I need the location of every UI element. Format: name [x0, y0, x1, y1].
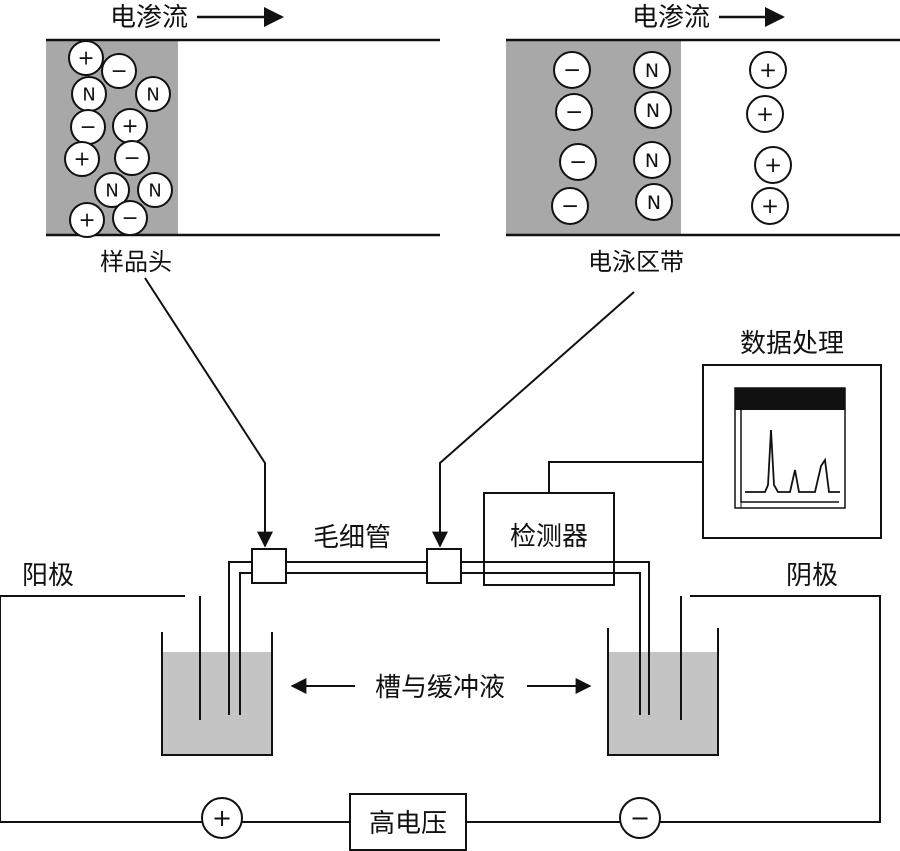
- cation-ion-sign: +: [77, 45, 94, 69]
- neutral-ion: N: [634, 91, 672, 129]
- cation-ion: +: [112, 108, 148, 144]
- anion-ion: −: [551, 187, 589, 225]
- anion-ion-sign: −: [561, 194, 579, 219]
- detector-unit: 检测器: [483, 461, 703, 586]
- sample-plug-label: 样品头: [100, 248, 172, 276]
- neutral-ion: N: [137, 172, 173, 208]
- anion-ion: −: [555, 93, 593, 131]
- hv-supply-box: [349, 793, 467, 851]
- capillary-window-left: [251, 548, 287, 584]
- detector-cable: [548, 461, 703, 493]
- hv-circuit: 高电压 + −: [0, 595, 881, 851]
- pointer-arrows: [144, 277, 635, 548]
- cation-ion-sign: +: [761, 194, 779, 219]
- neutral-ion-sign: N: [146, 84, 159, 105]
- data-processing-unit: 数据处理: [702, 329, 882, 539]
- anode-beaker: [161, 632, 273, 756]
- cation-ion-sign: +: [756, 102, 774, 127]
- capillary-label: 毛细管: [313, 523, 391, 553]
- monitor-header-bar: [735, 388, 845, 410]
- cation-ion-sign: +: [764, 153, 782, 178]
- anode-label: 阳极: [22, 561, 74, 591]
- neutral-ion: N: [633, 141, 671, 179]
- anion-ion-sign: −: [110, 58, 127, 82]
- cation-ion-sign: +: [73, 146, 90, 170]
- pointer-arrow-band: [432, 291, 635, 548]
- anion-ion-sign: −: [565, 100, 583, 125]
- anion-ion-sign: −: [563, 58, 581, 83]
- anion-ion: −: [114, 140, 150, 176]
- anion-ion-sign: −: [121, 205, 138, 229]
- cation-ion: +: [754, 146, 792, 184]
- reservoir-label: 槽与缓冲液: [375, 673, 505, 703]
- neutral-ion: N: [94, 172, 130, 208]
- hv-supply-label: 高电压: [369, 809, 447, 839]
- anion-ion-sign: −: [569, 150, 587, 175]
- detector-label: 检测器: [510, 522, 588, 552]
- cathode-label: 阴极: [786, 561, 838, 591]
- cation-ion: +: [751, 187, 789, 225]
- neutral-ion-sign: N: [148, 180, 161, 201]
- anion-ion: −: [70, 109, 106, 145]
- anode-reservoir: [161, 596, 273, 756]
- circuit-wire-left: [0, 595, 350, 823]
- circuit-wire-right: [466, 595, 881, 823]
- reservoir-label-group: 槽与缓冲液: [290, 673, 592, 703]
- negative-terminal: [619, 797, 661, 839]
- anion-ion-sign: −: [123, 145, 140, 169]
- cation-ion: +: [749, 51, 787, 89]
- cathode-buffer: [608, 652, 718, 755]
- cathode-reservoir: [607, 596, 719, 756]
- anion-ion: −: [559, 143, 597, 181]
- cation-ion-sign: +: [121, 113, 138, 137]
- cation-ion: +: [69, 202, 105, 238]
- neutral-ion-sign: N: [645, 150, 659, 172]
- neutral-ion-sign: N: [105, 180, 118, 201]
- neutral-ion-sign: N: [645, 60, 659, 82]
- anode-buffer: [162, 652, 272, 755]
- positive-terminal: [201, 797, 243, 839]
- anion-ion-sign: −: [79, 114, 96, 138]
- plot-axes-outer: [740, 417, 845, 509]
- detector-box: [483, 492, 615, 586]
- capillary-window-right: [426, 548, 462, 584]
- anion-ion: −: [101, 53, 137, 89]
- neutral-ion-sign: N: [82, 84, 95, 105]
- cation-ion: +: [746, 95, 784, 133]
- neutral-ion-sign: N: [646, 100, 660, 122]
- cation-ion: +: [64, 141, 100, 177]
- positive-terminal-sign: +: [212, 804, 232, 832]
- neutral-ion: N: [635, 183, 673, 221]
- anion-ion: −: [112, 200, 148, 236]
- cation-ion: +: [68, 40, 104, 76]
- electropherogram-trace: [745, 429, 840, 493]
- neutral-ion: N: [633, 51, 671, 89]
- eof-label-right: 电渗流: [632, 3, 710, 33]
- neutral-ion: N: [135, 76, 171, 112]
- neutral-ion-sign: N: [647, 192, 661, 214]
- data-processing-label: 数据处理: [740, 329, 844, 359]
- pointer-arrow-sample: [144, 277, 273, 548]
- negative-terminal-sign: −: [630, 804, 650, 832]
- cathode-beaker: [607, 628, 719, 756]
- cation-ion-sign: +: [759, 58, 777, 83]
- capillary: 毛细管: [228, 523, 650, 715]
- anion-ion: −: [553, 51, 591, 89]
- neutral-ion: N: [71, 76, 107, 112]
- band-label: 电泳区带: [588, 248, 684, 276]
- cation-ion-sign: +: [78, 207, 95, 231]
- eof-label-left: 电渗流: [110, 3, 188, 33]
